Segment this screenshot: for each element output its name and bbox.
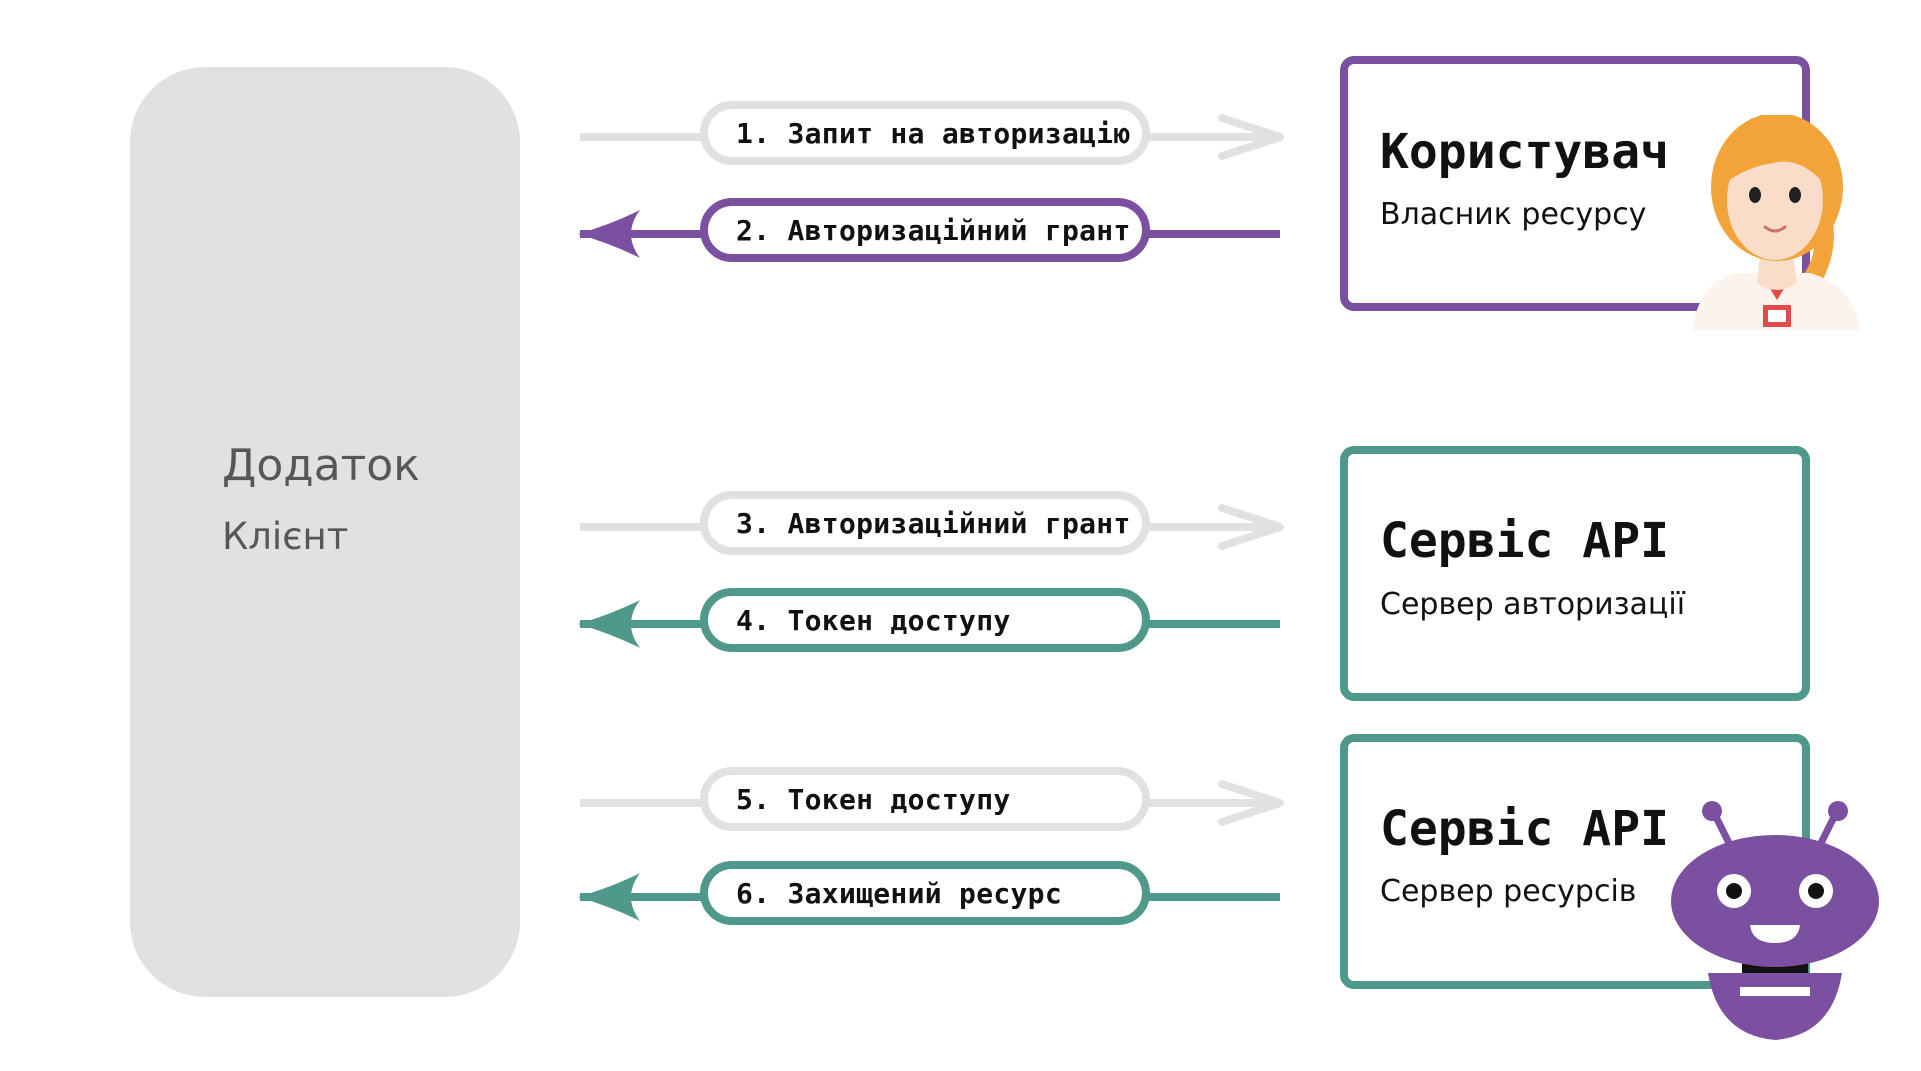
resource-owner-title: Користувач [1380,124,1669,180]
flow-pill-3: 3. Авторизаційний грант [700,491,1150,555]
flow-label-5: 5. Токен доступу [736,782,1011,816]
flow-pill-5: 5. Токен доступу [700,767,1150,831]
resource-owner-subtitle: Власник ресурсу [1380,197,1647,232]
flow-arrowhead-1 [1218,114,1284,160]
auth-server-title: Сервіс API [1380,513,1669,569]
woman-avatar-icon [1693,115,1860,330]
auth-server-subtitle: Сервер авторизації [1380,587,1686,622]
client-title: Додаток [222,440,420,491]
flow-arrowhead-4 [578,600,640,648]
resource-server-title: Сервіс API [1380,801,1669,857]
flow-label-2: 2. Авторизаційний грант [736,213,1131,247]
flow-arrowhead-6 [578,873,640,921]
client-subtitle: Клієнт [222,515,349,558]
flow-arrowhead-2 [578,210,640,258]
flow-arrowhead-3 [1218,504,1284,550]
flow-label-4: 4. Токен доступу [736,603,1011,637]
flow-label-6: 6. Захищений ресурс [736,876,1062,910]
flow-pill-2: 2. Авторизаційний грант [700,198,1150,262]
flow-pill-1: 1. Запит на авторизацію [700,101,1150,165]
flow-arrowhead-5 [1218,780,1284,826]
auth-server-box [1340,446,1810,701]
resource-server-subtitle: Сервер ресурсів [1380,874,1637,909]
robot-mascot-icon [1671,801,1879,1040]
client-app-box [130,67,520,997]
flow-pill-4: 4. Токен доступу [700,588,1150,652]
flow-label-1: 1. Запит на авторизацію [736,116,1131,150]
flow-label-3: 3. Авторизаційний грант [736,506,1131,540]
flow-pill-6: 6. Захищений ресурс [700,861,1150,925]
